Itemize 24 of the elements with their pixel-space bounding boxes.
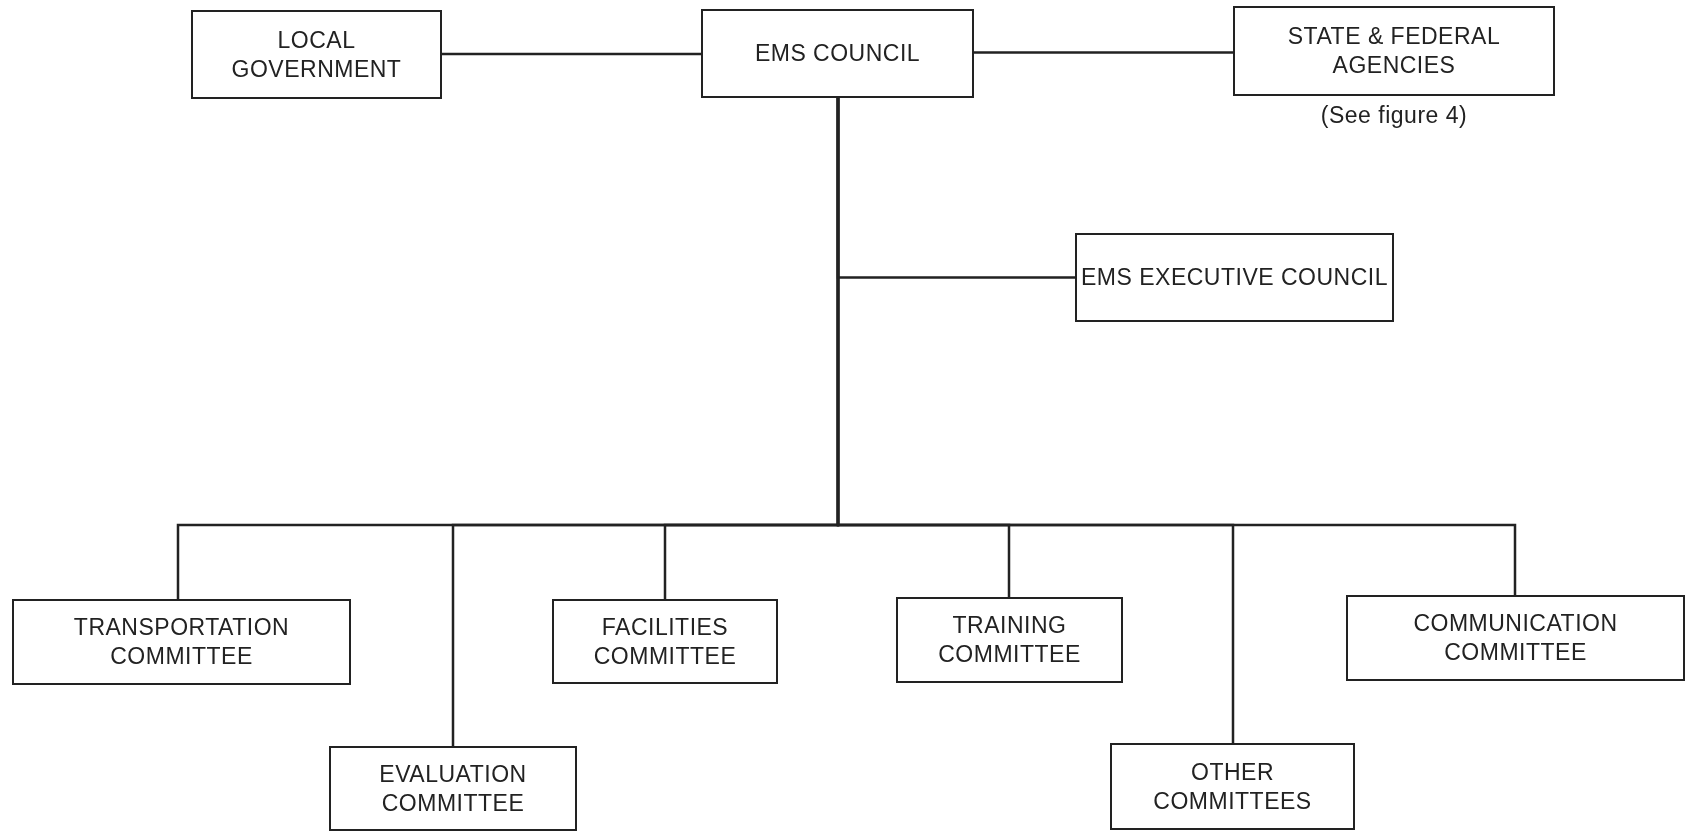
box-label: LOCAL GOVERNMENT [230, 25, 403, 84]
org-box [191, 10, 442, 99]
box-label: FACILITIES COMMITTEE [592, 612, 738, 671]
org-box [12, 599, 351, 685]
box-label: TRAINING COMMITTEE [937, 611, 1082, 669]
box-label: EMS COUNCIL [754, 39, 921, 68]
connector-line [974, 51, 1233, 54]
box-label: STATE & FEDERAL AGENCIES [1286, 22, 1502, 80]
box-label: EMS EXECUTIVE COUNCIL [1081, 263, 1388, 292]
connector-line [836, 98, 1517, 595]
box-label: TRANSPORTATION COMMITTEE [72, 613, 291, 671]
org-box [1075, 233, 1394, 322]
org-box [1346, 595, 1685, 681]
org-box [1110, 743, 1355, 830]
org-box [1233, 6, 1555, 96]
box-label: OTHER COMMITTEES [1152, 757, 1313, 816]
org-box [701, 9, 974, 98]
org-box [552, 599, 778, 684]
note-text: (See figure 4) [1320, 102, 1468, 129]
org-box [896, 597, 1123, 683]
box-label: COMMUNICATION COMMITTEE [1412, 609, 1619, 667]
connector-line [442, 52, 701, 56]
box-label: EVALUATION COMMITTEE [378, 759, 528, 818]
org-box [329, 746, 577, 831]
